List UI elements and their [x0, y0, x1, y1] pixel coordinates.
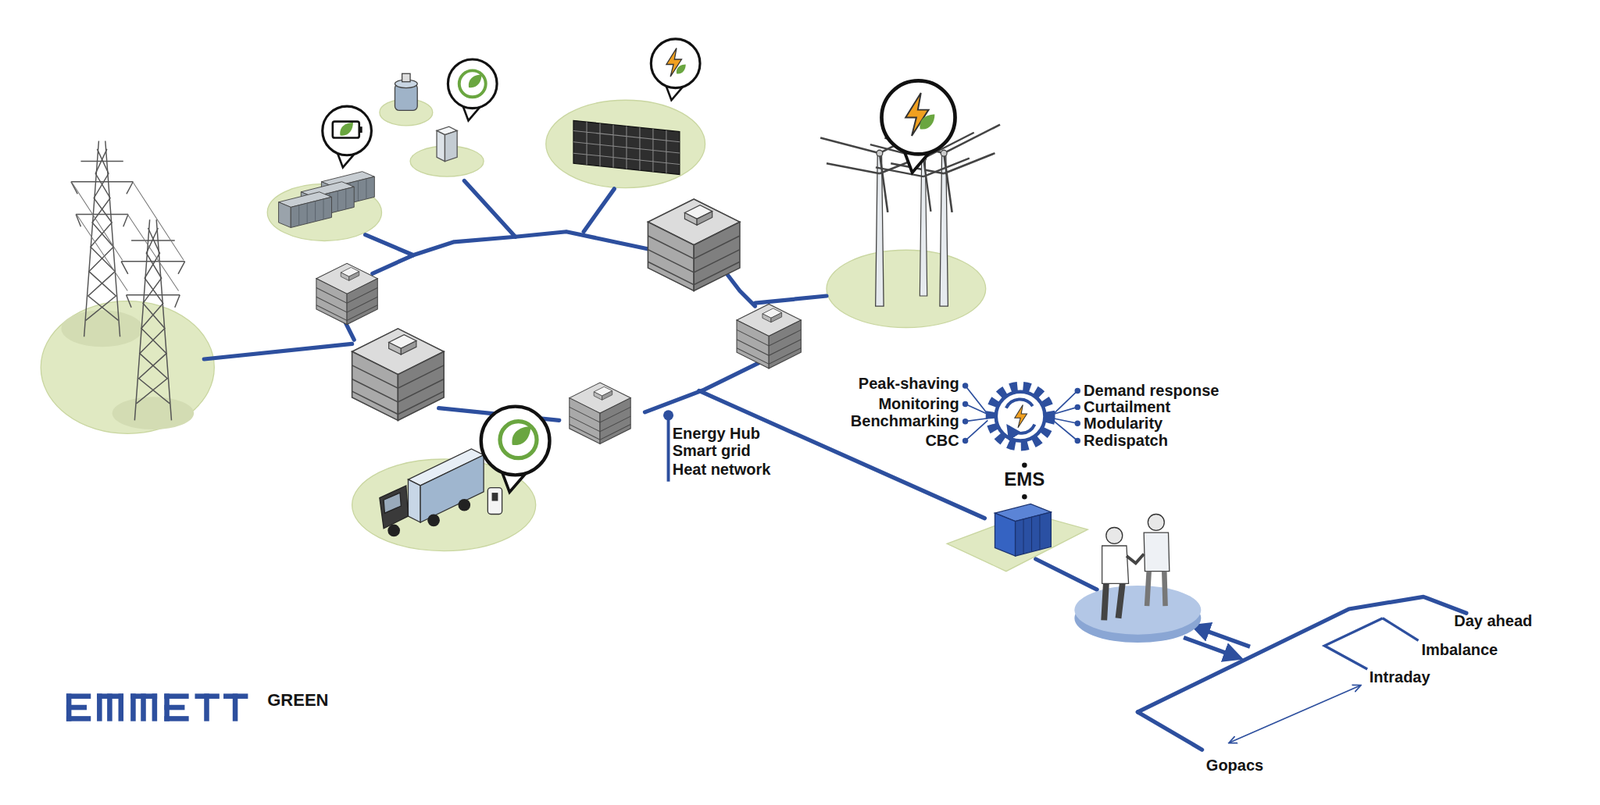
diagram-label: Modularity [1083, 414, 1163, 433]
tower-shadow [112, 396, 194, 430]
diagram-label: EMS [1003, 469, 1045, 490]
diagram-label: Gopacs [1206, 757, 1264, 775]
diagram-label: Energy Hub [672, 425, 761, 443]
diagram-label: Day ahead [1453, 612, 1533, 630]
hub-marker [667, 415, 671, 483]
diagram-label: Demand response [1083, 382, 1219, 400]
speech-bubble [650, 39, 700, 100]
power-pylon [71, 140, 186, 421]
diagram-label: Peak-shaving [858, 375, 960, 393]
speech-bubble [481, 407, 550, 493]
market-branch [1324, 618, 1418, 670]
dot [1021, 494, 1028, 500]
people-handshake [1102, 514, 1170, 622]
speech-bubble [881, 80, 955, 173]
diagram-label: Redispatch [1083, 432, 1168, 450]
diagram-label: CBC [925, 432, 959, 450]
diagram-label: Heat network [672, 460, 772, 479]
service-rays [963, 383, 1080, 443]
hub-marker-dot [663, 410, 674, 421]
diagram-label: Monitoring [878, 395, 959, 413]
electric-truck [379, 449, 503, 537]
diagram-label: Imbalance [1421, 641, 1498, 659]
substation-building [316, 199, 801, 444]
tower-shadow [60, 310, 143, 347]
flow-arrow [1193, 626, 1250, 647]
trading-platform [1074, 585, 1201, 643]
company-logo [66, 693, 248, 722]
speech-bubble [322, 106, 372, 168]
solar-field [573, 120, 680, 175]
diagram-label: Smart grid [672, 442, 751, 460]
grid-line [203, 180, 1467, 750]
double-arrow [1229, 685, 1361, 743]
charger-device [436, 126, 458, 161]
diagram-label: Curtailment [1083, 398, 1171, 416]
battery-containers [278, 171, 375, 229]
speech-bubble [447, 59, 497, 121]
diagram-label: GREEN [267, 691, 329, 711]
dot [1021, 463, 1028, 469]
hydrogen-tank [394, 73, 418, 111]
diagram-label: Intraday [1369, 668, 1431, 686]
site-ground [40, 99, 1088, 572]
ems-container [994, 503, 1051, 557]
diagram-label: Benchmarking [850, 412, 960, 430]
ems-gear-icon [990, 386, 1050, 447]
